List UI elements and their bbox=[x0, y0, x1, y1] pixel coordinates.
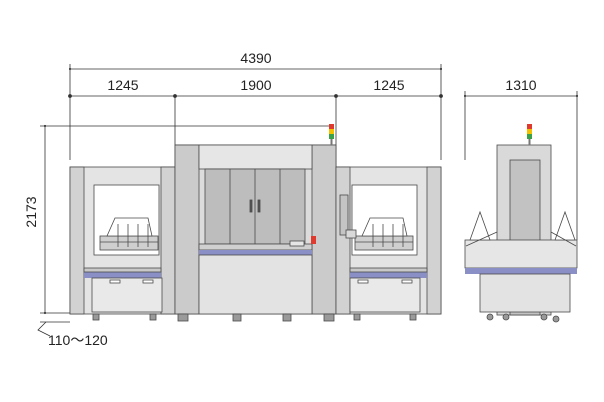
dimension-lines bbox=[37, 64, 579, 337]
side-signal-lamp-icon bbox=[527, 124, 532, 145]
left-module bbox=[69, 166, 176, 321]
dim-height: 2173 bbox=[23, 196, 39, 227]
center-module bbox=[174, 144, 337, 322]
dim-center-module: 1900 bbox=[240, 77, 271, 93]
side-view bbox=[464, 144, 578, 323]
dim-left-module: 1245 bbox=[107, 77, 138, 93]
signal-lamp-icon bbox=[329, 124, 334, 145]
dim-side-depth: 1310 bbox=[505, 77, 536, 93]
dim-right-module: 1245 bbox=[373, 77, 404, 93]
right-module bbox=[335, 166, 442, 321]
dim-total-width: 4390 bbox=[240, 50, 271, 66]
dim-floor-clearance: 110～120 bbox=[48, 332, 108, 348]
